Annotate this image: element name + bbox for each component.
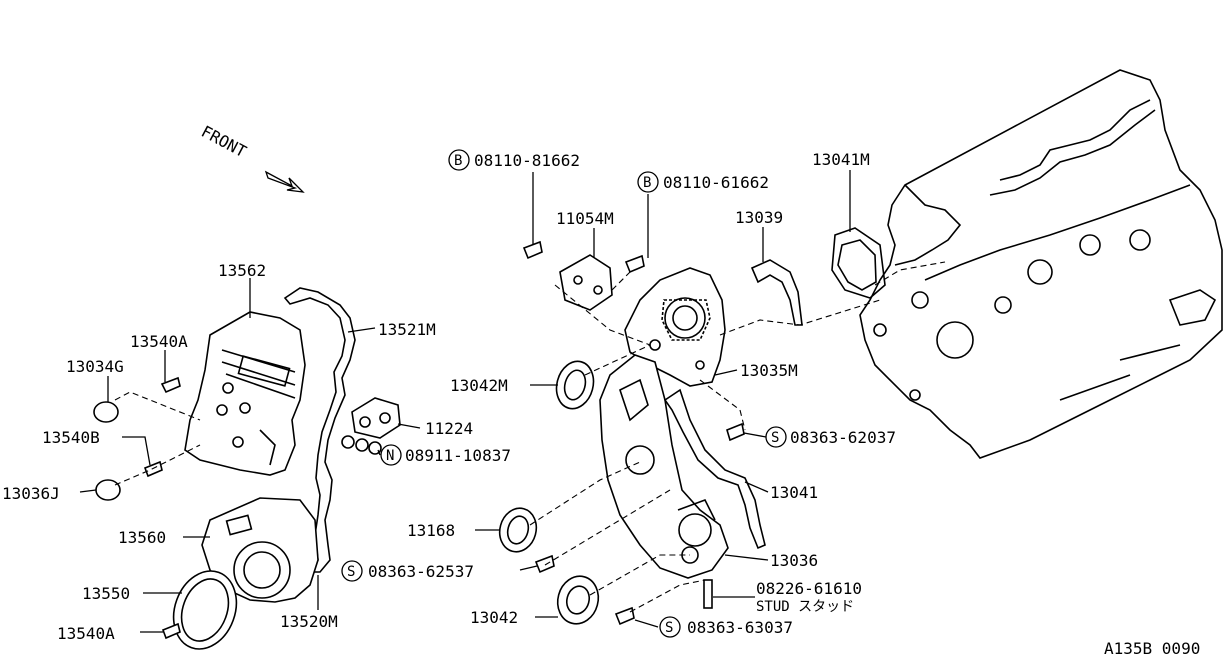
screw-prefix: S (347, 564, 355, 580)
label-13540A-top: 13540A (130, 332, 188, 351)
alignment-lines (114, 261, 946, 613)
label-08110-81662: B 08110-81662 (448, 149, 580, 171)
part-number: 08110-61662 (663, 173, 769, 192)
screw-prefix: S (771, 430, 779, 446)
label-13042: 13042 (470, 608, 518, 627)
front-cover-drawing (93, 287, 401, 650)
label-11224: 11224 (425, 419, 473, 438)
label-13041M: 13041M (812, 150, 870, 169)
engine-block-drawing (859, 69, 1223, 459)
label-08226-61610: 08226-61610 (756, 579, 862, 598)
screw-prefix: S (665, 620, 673, 636)
label-13550: 13550 (82, 584, 130, 603)
label-13521M: 13521M (378, 320, 436, 339)
diagram-code: A135B 0090 (1104, 639, 1200, 658)
screw-s-icon (341, 560, 363, 582)
front-indicator: FRONT (198, 122, 305, 193)
label-13034G: 13034G (66, 357, 124, 376)
front-arrow-icon (264, 170, 305, 193)
label-13562: 13562 (218, 261, 266, 280)
bolt-b-icon (448, 149, 470, 171)
part-labels: 13562 13521M 13540A 13034G 13540B 13036J… (2, 149, 1200, 658)
label-13036: 13036 (770, 551, 818, 570)
label-13520M: 13520M (280, 612, 338, 631)
leader-lines (79, 170, 851, 633)
nut-prefix: N (386, 448, 394, 464)
nut-n-icon (380, 444, 402, 466)
label-08110-61662: B 08110-61662 (637, 171, 769, 193)
part-number: 08911-10837 (405, 446, 511, 465)
timing-case-drawing (498, 227, 886, 626)
part-number: 08363-63037 (687, 618, 793, 637)
label-13540A-bottom: 13540A (57, 624, 115, 643)
screw-s-icon (659, 616, 681, 638)
bolt-b-icon (637, 171, 659, 193)
part-number: 08363-62537 (368, 562, 474, 581)
bolt-prefix: B (454, 153, 462, 169)
label-13560: 13560 (118, 528, 166, 547)
screw-s-icon (765, 426, 787, 448)
front-label: FRONT (198, 122, 250, 162)
label-08911-10837: N 08911-10837 (380, 444, 511, 466)
part-number: 08110-81662 (474, 151, 580, 170)
label-stud: STUD スタッド (756, 599, 854, 615)
bolt-prefix: B (643, 175, 651, 191)
label-08363-62037: S 08363-62037 (765, 426, 896, 448)
label-11054M: 11054M (556, 209, 614, 228)
label-08363-63037: S 08363-63037 (659, 616, 793, 638)
label-13039: 13039 (735, 208, 783, 227)
label-13041: 13041 (770, 483, 818, 502)
label-13540B: 13540B (42, 428, 100, 447)
label-13042M: 13042M (450, 376, 508, 395)
part-number: 08363-62037 (790, 428, 896, 447)
label-13036J: 13036J (2, 484, 60, 503)
label-13168: 13168 (407, 521, 455, 540)
label-08363-62537: S 08363-62537 (341, 560, 474, 582)
label-13035M: 13035M (740, 361, 798, 380)
